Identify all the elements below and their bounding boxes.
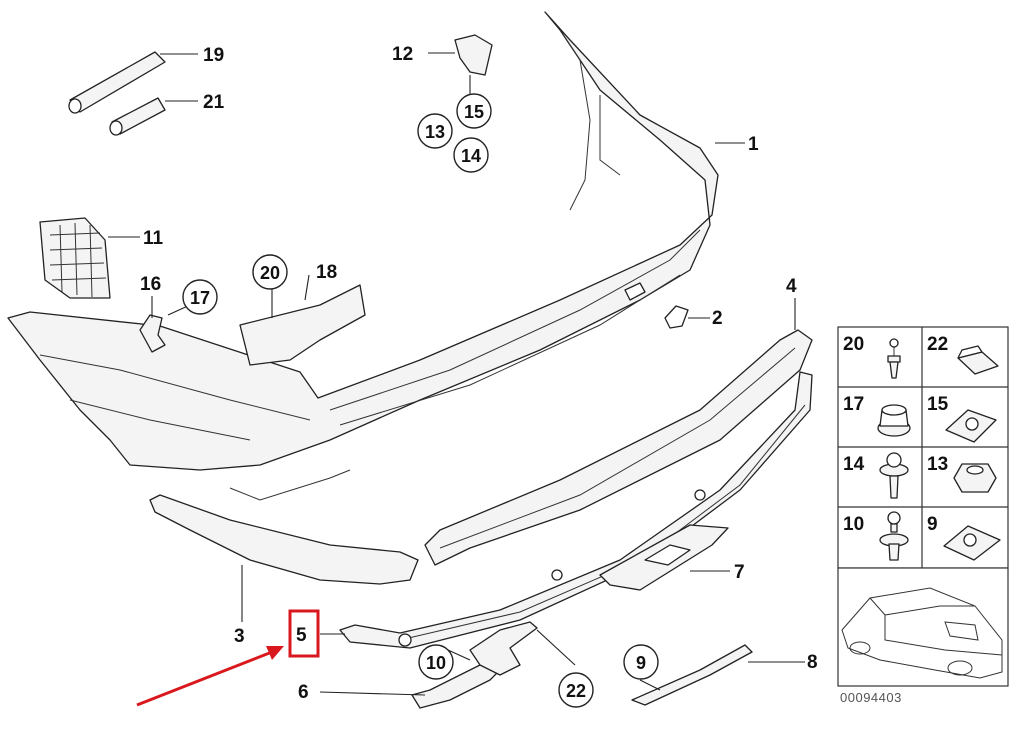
callout-16: 16 (140, 274, 161, 295)
tube-part-19 (68, 51, 166, 114)
hex-nut-icon (953, 463, 997, 493)
legend-cell-14: 14 (843, 454, 865, 475)
legend-cell-13: 13 (927, 454, 948, 475)
legend-cell-17: 17 (843, 394, 864, 415)
callout-22: 22 (566, 681, 586, 701)
callout-6: 6 (298, 682, 309, 703)
flange-nut-icon (877, 404, 911, 437)
tube-part-21 (109, 97, 166, 136)
callout-10: 10 (426, 653, 446, 673)
callout-2: 2 (712, 308, 723, 329)
callout-13: 13 (425, 122, 445, 142)
callout-11: 11 (143, 228, 164, 249)
red-arrow-icon (136, 650, 273, 707)
callout-15: 15 (464, 102, 484, 122)
highlight-part-5: 5 (136, 609, 320, 707)
fastener-legend: 20 22 17 15 14 13 10 9 (837, 326, 1009, 705)
bolt-icon (879, 511, 909, 561)
clip-part-12 (454, 34, 493, 76)
bumper-cover (7, 11, 719, 501)
bracket-part-18 (239, 284, 366, 366)
highlight-box (288, 609, 320, 658)
callout-9: 9 (636, 653, 646, 673)
strip-part-8 (631, 644, 753, 706)
red-arrowhead-icon (266, 646, 284, 660)
callout-1: 1 (748, 134, 759, 155)
callout-18: 18 (316, 262, 337, 283)
hook-part-16 (139, 314, 166, 353)
callout-4: 4 (786, 276, 797, 297)
trim-strip-part-3 (149, 494, 419, 585)
callout-14: 14 (461, 146, 481, 166)
callout-21: 21 (203, 92, 225, 113)
grille-part-11 (39, 217, 111, 299)
car-silhouette-icon (841, 587, 1003, 679)
callout-19: 19 (203, 45, 224, 66)
callout-3: 3 (234, 626, 245, 647)
screw-icon (887, 338, 901, 379)
bracket-part-22 (469, 621, 538, 676)
callout-17: 17 (190, 288, 210, 308)
clip-part-2 (664, 305, 689, 329)
callout-7: 7 (734, 562, 745, 583)
callout-20: 20 (260, 263, 280, 283)
circled-callouts: 15 13 14 17 20 10 22 9 (182, 93, 659, 708)
callout-12: 12 (392, 44, 413, 65)
legend-cell-9: 9 (927, 514, 938, 535)
legend-cell-22: 22 (927, 334, 948, 355)
speed-nut-icon (945, 409, 997, 443)
nut-clip-icon (943, 525, 1001, 561)
spoiler-part-4 (424, 329, 813, 566)
callouts: 1 2 4 3 6 7 8 11 12 16 18 19 21 (140, 44, 818, 703)
reference-number: 00094403 (840, 690, 902, 705)
callout-5: 5 (296, 625, 307, 646)
clip-nut-icon (957, 345, 999, 375)
legend-cell-10: 10 (843, 514, 864, 535)
lamp-bracket-part-7 (599, 524, 729, 591)
callout-8: 8 (807, 652, 818, 673)
legend-cell-15: 15 (927, 394, 949, 415)
legend-cell-20: 20 (843, 334, 864, 355)
washer-bolt-icon (879, 452, 909, 499)
